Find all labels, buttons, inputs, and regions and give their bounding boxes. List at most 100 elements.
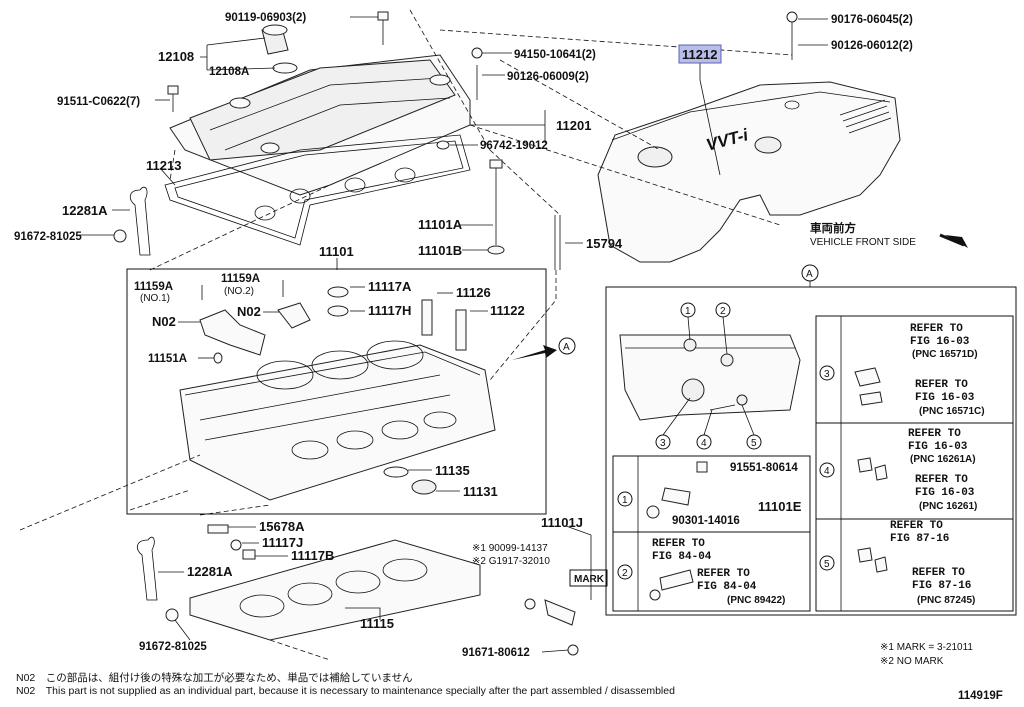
label-N02-a: N02 (152, 314, 176, 329)
refer-3b-l2: FIG 16-03 (915, 392, 975, 404)
label-11135: 11135 (435, 463, 470, 478)
box-index-1: 1 (622, 495, 628, 506)
hanger-bolt-bottom (165, 608, 179, 622)
detail-small-parts (646, 367, 888, 601)
cylinder-head-group-box (126, 268, 547, 515)
refer-4a-l1: REFER TO (908, 428, 961, 440)
cam-bearing-caps (199, 280, 467, 364)
refer-5a-l2: FIG 87-16 (890, 533, 949, 545)
box-index-4: 4 (824, 466, 830, 477)
label-96742: 96742-19012 (480, 140, 548, 152)
refer-4b-l2: FIG 16-03 (915, 487, 975, 499)
label-11117B: 11117B (291, 548, 334, 563)
box-index-3: 3 (824, 369, 830, 380)
oil-seal (411, 479, 437, 495)
label-11213: 11213 (146, 158, 181, 173)
index-3: 3 (660, 438, 666, 449)
refer-5b-l3: (PNC 87245) (917, 595, 975, 606)
head-gasket (189, 539, 481, 641)
label-90126a: 90126-06009(2) (507, 71, 589, 83)
highlight-11212[interactable] (678, 44, 722, 64)
label-90301: 90301-14016 (672, 515, 740, 527)
refer-4a-l2: FIG 16-03 (908, 441, 968, 453)
dashed-lines (19, 9, 793, 661)
label-11126: 11126 (456, 285, 491, 300)
seal-ring (383, 466, 409, 478)
label-91671: 91671-80612 (462, 647, 530, 659)
refer-5b-l1: REFER TO (912, 567, 965, 579)
refer-3a-l3: (PNC 16571D) (912, 349, 978, 360)
label-N02-b: N02 (237, 304, 261, 319)
refer-blocks: REFER TO FIG 16-03 (PNC 16571D) REFER TO… (652, 323, 985, 606)
label-12281A-bot: 12281A (187, 564, 233, 579)
label-11101E: 11101E (758, 499, 802, 514)
label-12108A: 12108A (209, 66, 249, 78)
box-index-2: 2 (622, 568, 628, 579)
refer-2b-l1: REFER TO (697, 568, 750, 580)
hanger-bolt-top (113, 229, 127, 243)
label-90126b: 90126-06012(2) (831, 40, 913, 52)
view-arrows (512, 233, 968, 360)
detail-box-2 (612, 531, 811, 612)
label-11159A-2-note: (NO.2) (224, 286, 254, 297)
engine-hanger-top (129, 186, 151, 256)
box-index-5: 5 (824, 559, 830, 570)
label-11201: 11201 (556, 118, 591, 133)
index-5: 5 (751, 438, 757, 449)
index-4: 4 (701, 438, 707, 449)
footnote-jp: N02 この部品は、組付け後の特殊な加工が必要なため、単品では補給していません (16, 671, 413, 684)
label-15794: 15794 (586, 236, 623, 251)
refer-3b-l1: REFER TO (915, 379, 968, 391)
cylinder-head-cover (169, 54, 471, 196)
label-90176: 90176-06045(2) (831, 14, 913, 26)
view-a-label-2: A (806, 269, 813, 280)
label-90119: 90119-06903(2) (225, 12, 306, 24)
label-15678A: 15678A (259, 519, 305, 534)
label-11117H: 11117H (368, 303, 411, 318)
engine-cover: VVT-i (597, 81, 901, 263)
index-circles: 1 2 3 4 5 3 4 5 1 2 (617, 302, 835, 580)
cover-bolts (167, 11, 561, 270)
label-G1917: ※2 G1917-32010 (472, 556, 550, 567)
label-11101: 11101 (319, 244, 354, 259)
refer-2b-l2: FIG 84-04 (697, 581, 757, 593)
label-11115: 11115 (360, 616, 394, 631)
leader-lines (80, 16, 828, 653)
label-11151A: 11151A (148, 353, 187, 365)
label-11159A-1: 11159A (134, 281, 173, 293)
refer-5a-l1: REFER TO (890, 520, 943, 532)
refer-4a-l3: (PNC 16261A) (910, 454, 976, 465)
refer-2a-l2: FIG 84-04 (652, 551, 712, 563)
refer-2b-l3: (PNC 89422) (727, 595, 785, 606)
oil-filler-cap (261, 24, 298, 74)
view-a-circle (558, 337, 576, 355)
label-91672-bot: 91672-81025 (139, 641, 207, 653)
refer-4b-l1: REFER TO (915, 474, 968, 486)
head-cover-gasket (164, 134, 471, 246)
detail-box-a (605, 286, 1017, 616)
index-1: 1 (685, 306, 691, 317)
part-labels: 90119-06903(2) 12108 12108A 91511-C0622(… (14, 12, 916, 659)
label-11159A-1-note: (NO.1) (140, 293, 170, 304)
engine-hanger-bottom (136, 536, 158, 601)
block-end-view (619, 334, 801, 421)
label-90099: ※1 90099-14137 (472, 543, 548, 554)
label-mark: MARK (574, 574, 605, 585)
front-en: VEHICLE FRONT SIDE (810, 237, 916, 248)
refer-5b-l2: FIG 87-16 (912, 580, 971, 592)
index-2: 2 (720, 306, 726, 317)
label-11101J: 11101J (541, 515, 583, 530)
label-11101B: 11101B (418, 243, 462, 258)
cylinder-head (179, 340, 496, 501)
label-12281A-top: 12281A (62, 203, 108, 218)
label-11117J: 11117J (262, 535, 303, 550)
plugs (207, 524, 256, 560)
footnote-en: N02 This part is not supplied as an indi… (16, 685, 675, 697)
label-11131: 11131 (463, 484, 498, 499)
sensor-11101J (524, 569, 608, 656)
detail-box-5 (815, 518, 1014, 612)
view-a-label: A (563, 342, 570, 353)
figure-id: 114919F (958, 690, 1003, 702)
label-11212[interactable]: 11212 (682, 47, 717, 62)
label-91672-top: 91672-81025 (14, 231, 82, 243)
